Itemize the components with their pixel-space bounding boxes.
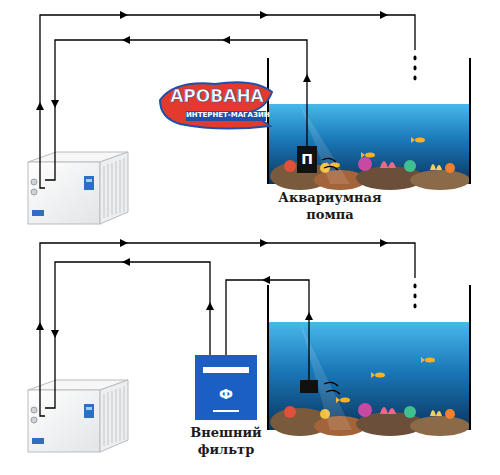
filter-box: ФВнешний фильтр (195, 355, 257, 420)
filter-line (213, 410, 239, 412)
node-caption: Аквариумная помпа (275, 190, 385, 224)
logo-name: АРОВАНА (162, 86, 272, 106)
logo-subtitle: ИНТЕРНЕТ-МАГАЗИН (186, 110, 266, 120)
node-caption: Внешний фильтр (181, 425, 271, 459)
node-symbol: Ф (195, 383, 257, 405)
filter-slot (203, 367, 249, 373)
node-symbol: П (297, 146, 317, 173)
pump-box: ПАквариумная помпа (297, 146, 317, 173)
